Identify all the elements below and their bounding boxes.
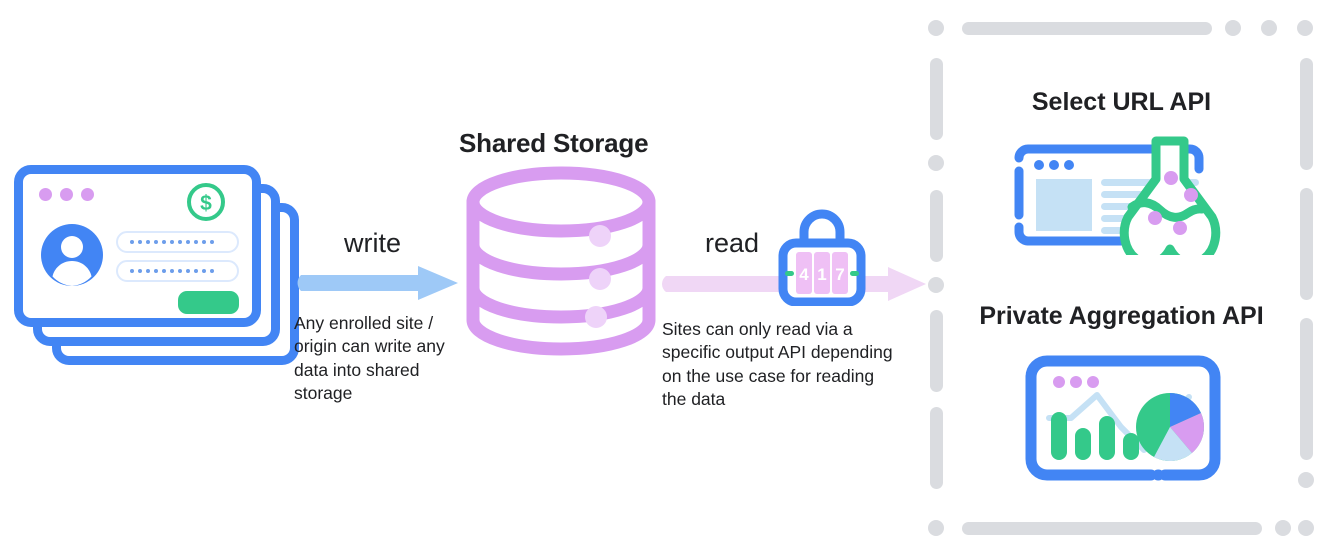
frame-dash-left-2 xyxy=(930,190,943,262)
write-description: Any enrolled site / origin can write any… xyxy=(294,313,445,403)
frame-dash-left-3 xyxy=(930,310,943,392)
write-arrow-icon xyxy=(297,266,458,300)
frame-dot-t1 xyxy=(1225,20,1241,36)
frame-dot-tl xyxy=(928,20,944,36)
window-dot-2 xyxy=(60,188,73,201)
frame-dot-l2 xyxy=(928,277,944,293)
frame-dot-bl xyxy=(928,520,944,536)
private-aggregation-api-title: Private Aggregation API xyxy=(979,302,1264,330)
svg-text:1: 1 xyxy=(817,265,826,284)
source-cards-group: $ xyxy=(14,165,299,365)
frame-dash-top xyxy=(962,22,1212,35)
frame-dash-left-4 xyxy=(930,407,943,489)
frame-dot-b1 xyxy=(1275,520,1291,536)
window-dot-3 xyxy=(81,188,94,201)
read-description: Sites can only read via a specific outpu… xyxy=(662,319,893,409)
browser-charts-icon xyxy=(1025,355,1221,481)
submit-button[interactable] xyxy=(178,291,239,314)
frame-dot-tr xyxy=(1297,20,1313,36)
frame-dash-right-2 xyxy=(1300,188,1313,300)
frame-dot-r1 xyxy=(1298,472,1314,488)
login-card-front: $ xyxy=(14,165,261,327)
svg-text:4: 4 xyxy=(799,265,809,284)
dollar-circle-icon: $ xyxy=(187,183,225,221)
frame-dash-left-1 xyxy=(930,58,943,140)
write-arrow-label: write xyxy=(344,228,402,258)
frame-dash-right-1 xyxy=(1300,58,1313,170)
password-field[interactable] xyxy=(116,260,239,282)
svg-text:7: 7 xyxy=(835,265,844,284)
shared-storage-title: Shared Storage xyxy=(459,128,649,158)
shared-storage-cylinder-icon xyxy=(466,166,656,356)
avatar xyxy=(41,224,103,286)
username-field[interactable] xyxy=(116,231,239,253)
combination-lock-icon: 4 1 7 xyxy=(778,209,866,306)
select-url-api-title: Select URL API xyxy=(1031,88,1212,116)
frame-dot-l1 xyxy=(928,155,944,171)
frame-dash-right-3 xyxy=(1300,318,1313,460)
browser-flask-icon xyxy=(1014,136,1221,255)
frame-dash-bottom xyxy=(962,522,1262,535)
frame-dot-t2 xyxy=(1261,20,1277,36)
window-dot-1 xyxy=(39,188,52,201)
read-arrow-label: read xyxy=(705,228,760,258)
output-apis-frame: Select URL API xyxy=(920,10,1323,545)
frame-dot-br xyxy=(1298,520,1314,536)
svg-text:$: $ xyxy=(200,192,212,215)
